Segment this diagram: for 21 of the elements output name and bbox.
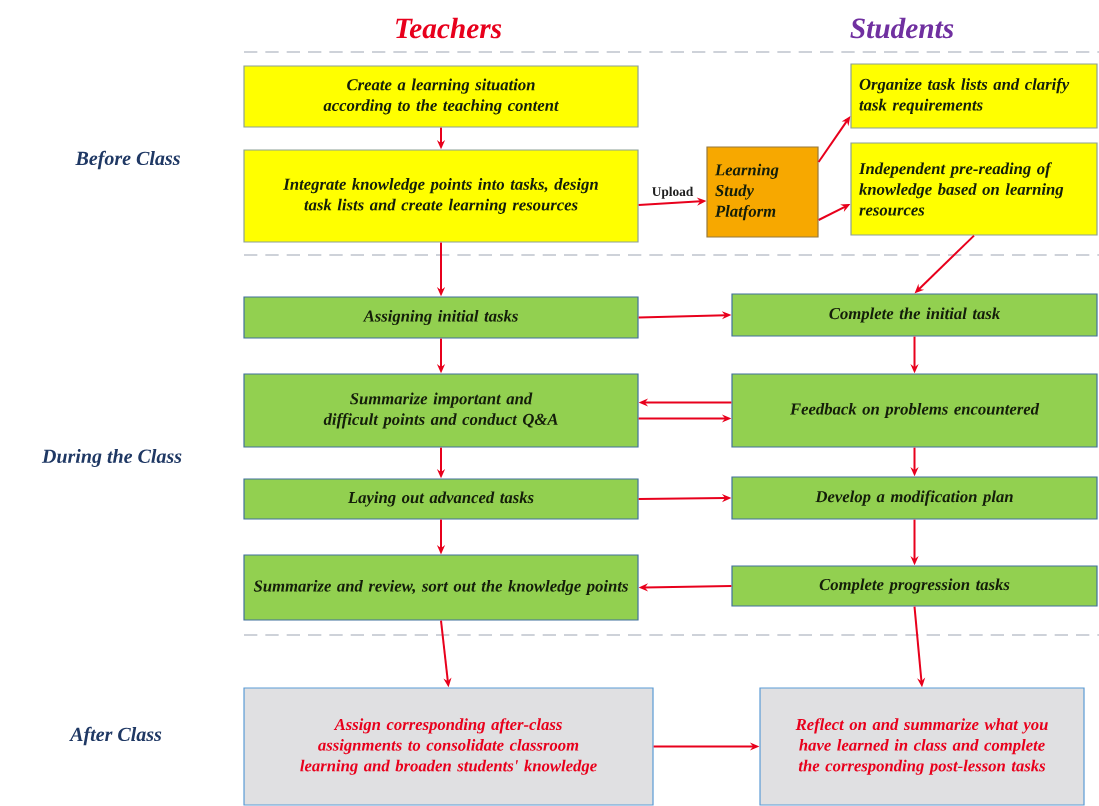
platform-box: Learning Study Platform [706,146,819,238]
task-box: Complete the initial task [731,293,1098,337]
task-box: Summarize important and difficult points and conduct Q&A [243,373,639,448]
phase-label: After Class [69,726,162,746]
edge-label: Upload [650,185,695,201]
arrow [817,116,851,163]
task-box: Integrate knowledge points into tasks, design task lists and create learning resources [243,149,639,243]
task-box: Develop a modification plan [731,476,1098,520]
phase-label: During the Class [41,448,182,468]
task-box: Feedback on problems encountered [731,373,1098,448]
task-box: Reflect on and summarize what you have learned in class and complete the corresponding post-lesson tasks [759,687,1085,806]
task-box: Laying out advanced tasks [243,478,639,520]
task-box: Summarize and review, sort out the knowledge points [243,554,639,621]
phase-label: Before Class [75,150,180,170]
task-box: Assigning initial tasks [243,296,639,339]
task-box: Assign corresponding after-class assignments to consolidate classroom learning and broaden students' knowledge [243,687,654,806]
column-heading: Teachers [396,17,502,39]
task-box: Organize task lists and clarify task requirements [850,63,1098,129]
task-box: Complete progression tasks [731,565,1098,607]
task-box: Independent pre-reading of knowledge based on learning resources [850,142,1098,236]
task-box: Create a learning situation according to the teaching content [243,65,639,128]
